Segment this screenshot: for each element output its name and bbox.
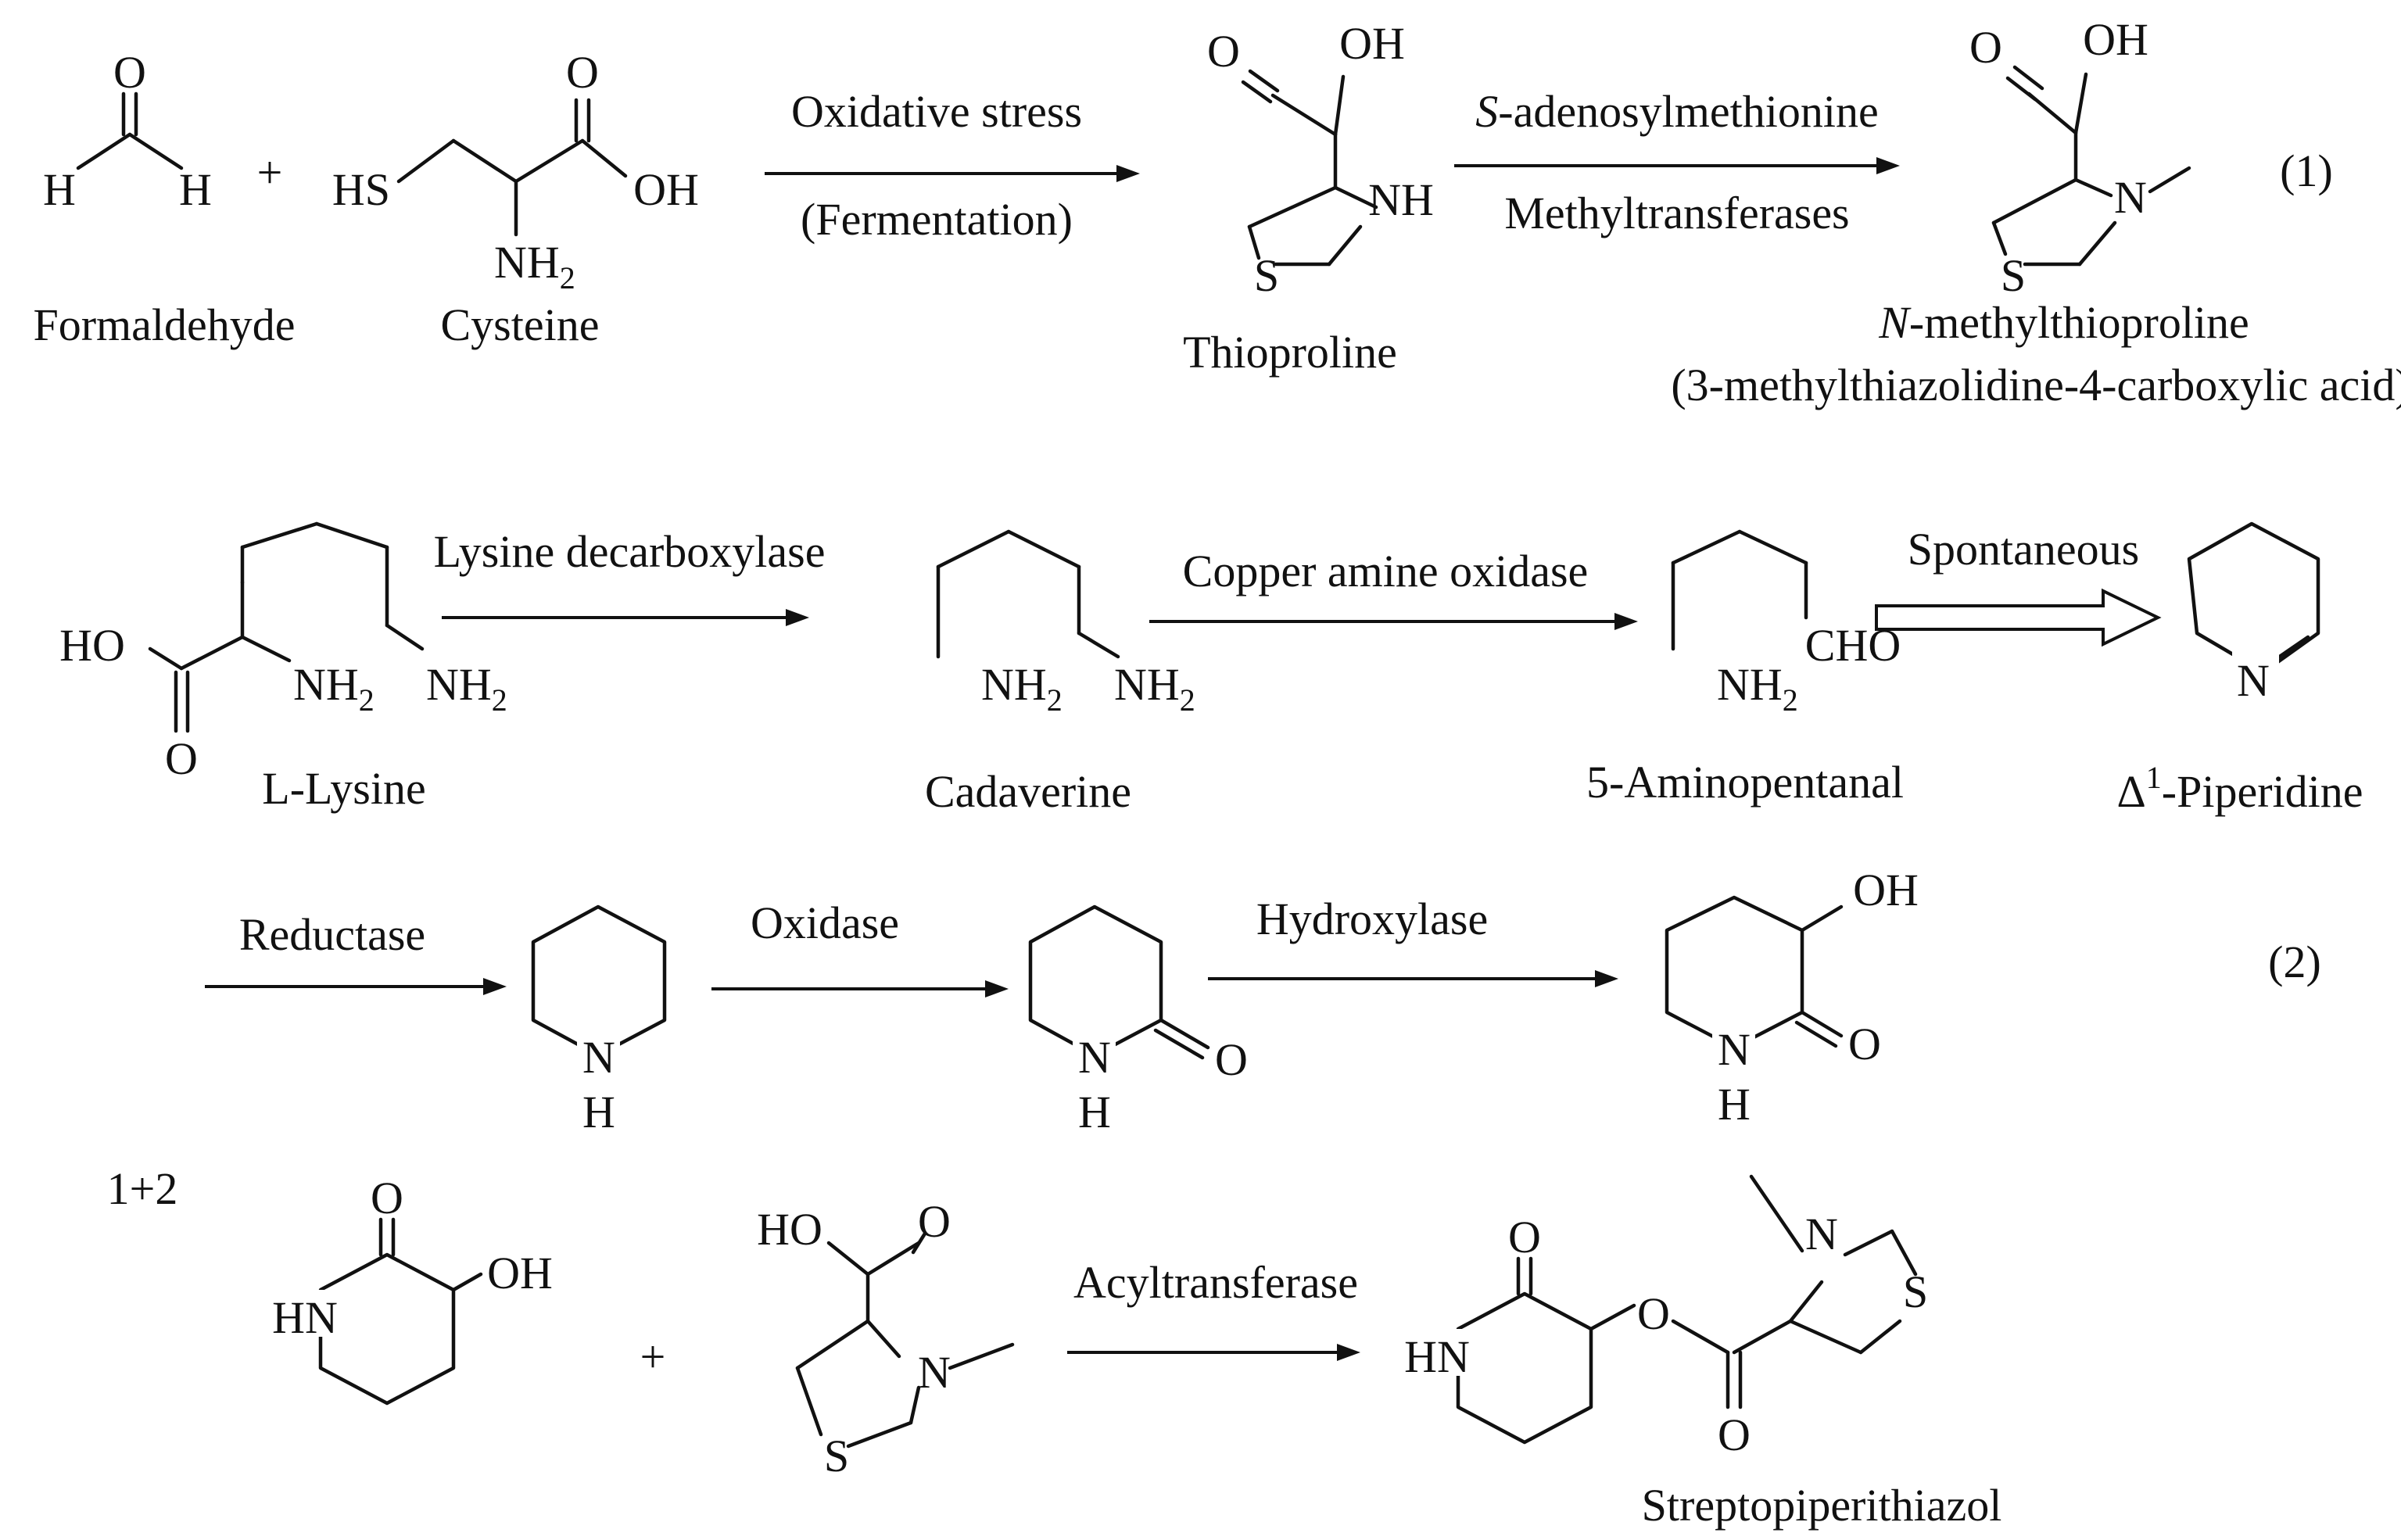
reactant-n-methylthioproline-structure: HO O N S [757, 1196, 1015, 1481]
hydroxy-piperidone-hydrogen: H [1718, 1079, 1751, 1130]
arrow-methyltransferases [1454, 157, 1900, 174]
l-lysine-hydroxyl: HO [59, 620, 125, 671]
formaldehyde-label: Formaldehyde [33, 299, 295, 350]
aminopentanal-structure: NH2 CHO [1671, 529, 1901, 718]
reactant-n-methylthioproline-carbonyl-oxygen: O [918, 1196, 951, 1247]
cadaverine-amine-right: NH2 [1114, 659, 1195, 718]
formaldehyde-structure: O H H [43, 47, 212, 215]
cadaverine-structure: NH2 NH2 [936, 529, 1195, 718]
reactant-hydroxy-piperidone-hydroxyl: OH [487, 1248, 553, 1298]
equation-2-number: (2) [2268, 937, 2321, 987]
plus-sign-1: + [257, 147, 283, 198]
reactant-n-methylthioproline-sulfur: S [824, 1431, 849, 1481]
reactant-hydroxy-piperidone-carbonyl-oxygen: O [371, 1173, 403, 1223]
arrow-hydroxylase [1208, 970, 1618, 987]
formaldehyde-hydrogen-left: H [43, 164, 76, 215]
thioproline-hydroxyl: OH [1339, 18, 1405, 69]
l-lysine-carbonyl-oxygen: O [165, 733, 198, 784]
equation-1-number: (1) [2280, 145, 2333, 196]
enzyme-oxidative-stress: Oxidative stress [791, 86, 1082, 137]
formaldehyde-hydrogen-right: H [179, 164, 212, 215]
enzyme-oxidase: Oxidase [751, 897, 899, 948]
thioproline-structure: O OH NH S [1207, 18, 1434, 301]
n-methylthioproline-systematic-name: (3-methylthiazolidine-4-carboxylic acid) [1671, 360, 2401, 410]
thioproline-nh: NH [1368, 174, 1434, 225]
piperidine-hydrogen: H [582, 1087, 615, 1137]
enzyme-sam: S-adenosylmethionine [1475, 86, 1878, 137]
plus-sign-2: + [640, 1331, 666, 1382]
aminopentanal-label: 5-Aminopentanal [1586, 757, 1904, 808]
arrow-reductase [205, 978, 507, 995]
hydroxy-piperidone-nitrogen: N [1718, 1024, 1751, 1075]
aminopentanal-amine: NH2 [1717, 659, 1798, 718]
piperidone-oxygen: O [1215, 1034, 1248, 1085]
cysteine-structure: HS O OH NH2 [332, 47, 699, 295]
arrow-copper-amine-oxidase [1149, 613, 1638, 630]
piperidine-nitrogen: N [582, 1032, 615, 1083]
l-lysine-epsilon-amine: NH2 [426, 659, 507, 718]
streptopiperithiazol-structure: HN O O O N S [1404, 1174, 1928, 1460]
l-lysine-label: L-Lysine [262, 763, 425, 814]
arrow-acyltransferase [1067, 1344, 1360, 1361]
enzyme-methyltransferases: Methyltransferases [1504, 188, 1849, 238]
thioproline-sulfur: S [1254, 250, 1279, 301]
reactant-n-methylthioproline-hydroxyl: HO [757, 1204, 822, 1255]
streptopiperithiazol-lactam-oxygen: O [1508, 1212, 1541, 1262]
arrow-spontaneous [1875, 588, 2162, 647]
piperidone-nitrogen: N [1078, 1032, 1111, 1083]
streptopiperithiazol-carbonyl-oxygen: O [1718, 1409, 1751, 1460]
cysteine-amine: NH2 [494, 237, 575, 295]
enzyme-hydroxylase: Hydroxylase [1256, 894, 1488, 944]
l-lysine-structure: HO O NH2 NH2 [59, 521, 507, 784]
piperidine-structure: N H [531, 904, 667, 1137]
streptopiperithiazol-label: Streptopiperithiazol [1642, 1480, 2002, 1531]
enzyme-copper-amine-oxidase: Copper amine oxidase [1183, 546, 1589, 596]
cysteine-thiol: HS [332, 164, 390, 215]
formaldehyde-oxygen: O [113, 47, 146, 98]
l-lysine-alpha-amine: NH2 [293, 659, 374, 718]
n-methylthioproline-label: N-methylthioproline [1878, 297, 2249, 348]
thioproline-label: Thioproline [1183, 327, 1397, 378]
reactant-n-methylthioproline-nitrogen: N [918, 1347, 951, 1398]
thioproline-carbonyl-oxygen: O [1207, 26, 1240, 77]
n-methylthioproline-carbonyl-oxygen: O [1969, 22, 2002, 73]
piperidone-hydrogen: H [1078, 1087, 1111, 1137]
piperidone-structure: N H O [1028, 904, 1248, 1137]
combined-equation-label: 1+2 [107, 1163, 178, 1214]
streptopiperithiazol-sulfur: S [1903, 1266, 1928, 1317]
delta1-piperidine-nitrogen: N [2237, 655, 2270, 706]
hydroxy-piperidone-oxygen: O [1848, 1019, 1881, 1069]
enzyme-acyltransferase: Acyltransferase [1073, 1257, 1358, 1308]
n-methylthioproline-hydroxyl: OH [2083, 14, 2148, 65]
reactant-hydroxy-piperidone-structure: HN O OH [272, 1173, 553, 1406]
enzyme-spontaneous: Spontaneous [1908, 524, 2139, 575]
hydroxy-piperidone-hydroxyl: OH [1853, 865, 1919, 915]
cadaverine-label: Cadaverine [925, 766, 1131, 817]
streptopiperithiazol-nitrogen: N [1805, 1209, 1838, 1259]
cadaverine-amine-left: NH2 [981, 659, 1063, 718]
n-methylthioproline-sulfur: S [2001, 250, 2026, 301]
enzyme-reductase: Reductase [239, 909, 425, 960]
streptopiperithiazol-nh: HN [1404, 1331, 1470, 1382]
streptopiperithiazol-ester-oxygen: O [1637, 1288, 1670, 1339]
arrow-oxidative-stress [765, 165, 1140, 182]
arrow-oxidase [711, 980, 1009, 997]
cysteine-label: Cysteine [441, 299, 600, 350]
enzyme-fermentation: (Fermentation) [801, 194, 1073, 245]
n-methylthioproline-nitrogen: N [2114, 172, 2147, 223]
cysteine-hydroxyl: OH [633, 164, 699, 215]
delta1-piperidine-label: Δ1-Piperidine [2116, 760, 2363, 817]
reactant-hydroxy-piperidone-nh: HN [272, 1292, 338, 1343]
delta1-piperidine-structure: N [2187, 521, 2320, 706]
enzyme-lysine-decarboxylase: Lysine decarboxylase [434, 526, 826, 577]
n-methylthioproline-structure: O OH N S [1969, 14, 2191, 301]
arrow-lysine-decarboxylase [442, 609, 809, 626]
hydroxy-piperidone-structure: N H OH O [1665, 865, 1919, 1130]
cysteine-carbonyl-oxygen: O [566, 47, 599, 98]
